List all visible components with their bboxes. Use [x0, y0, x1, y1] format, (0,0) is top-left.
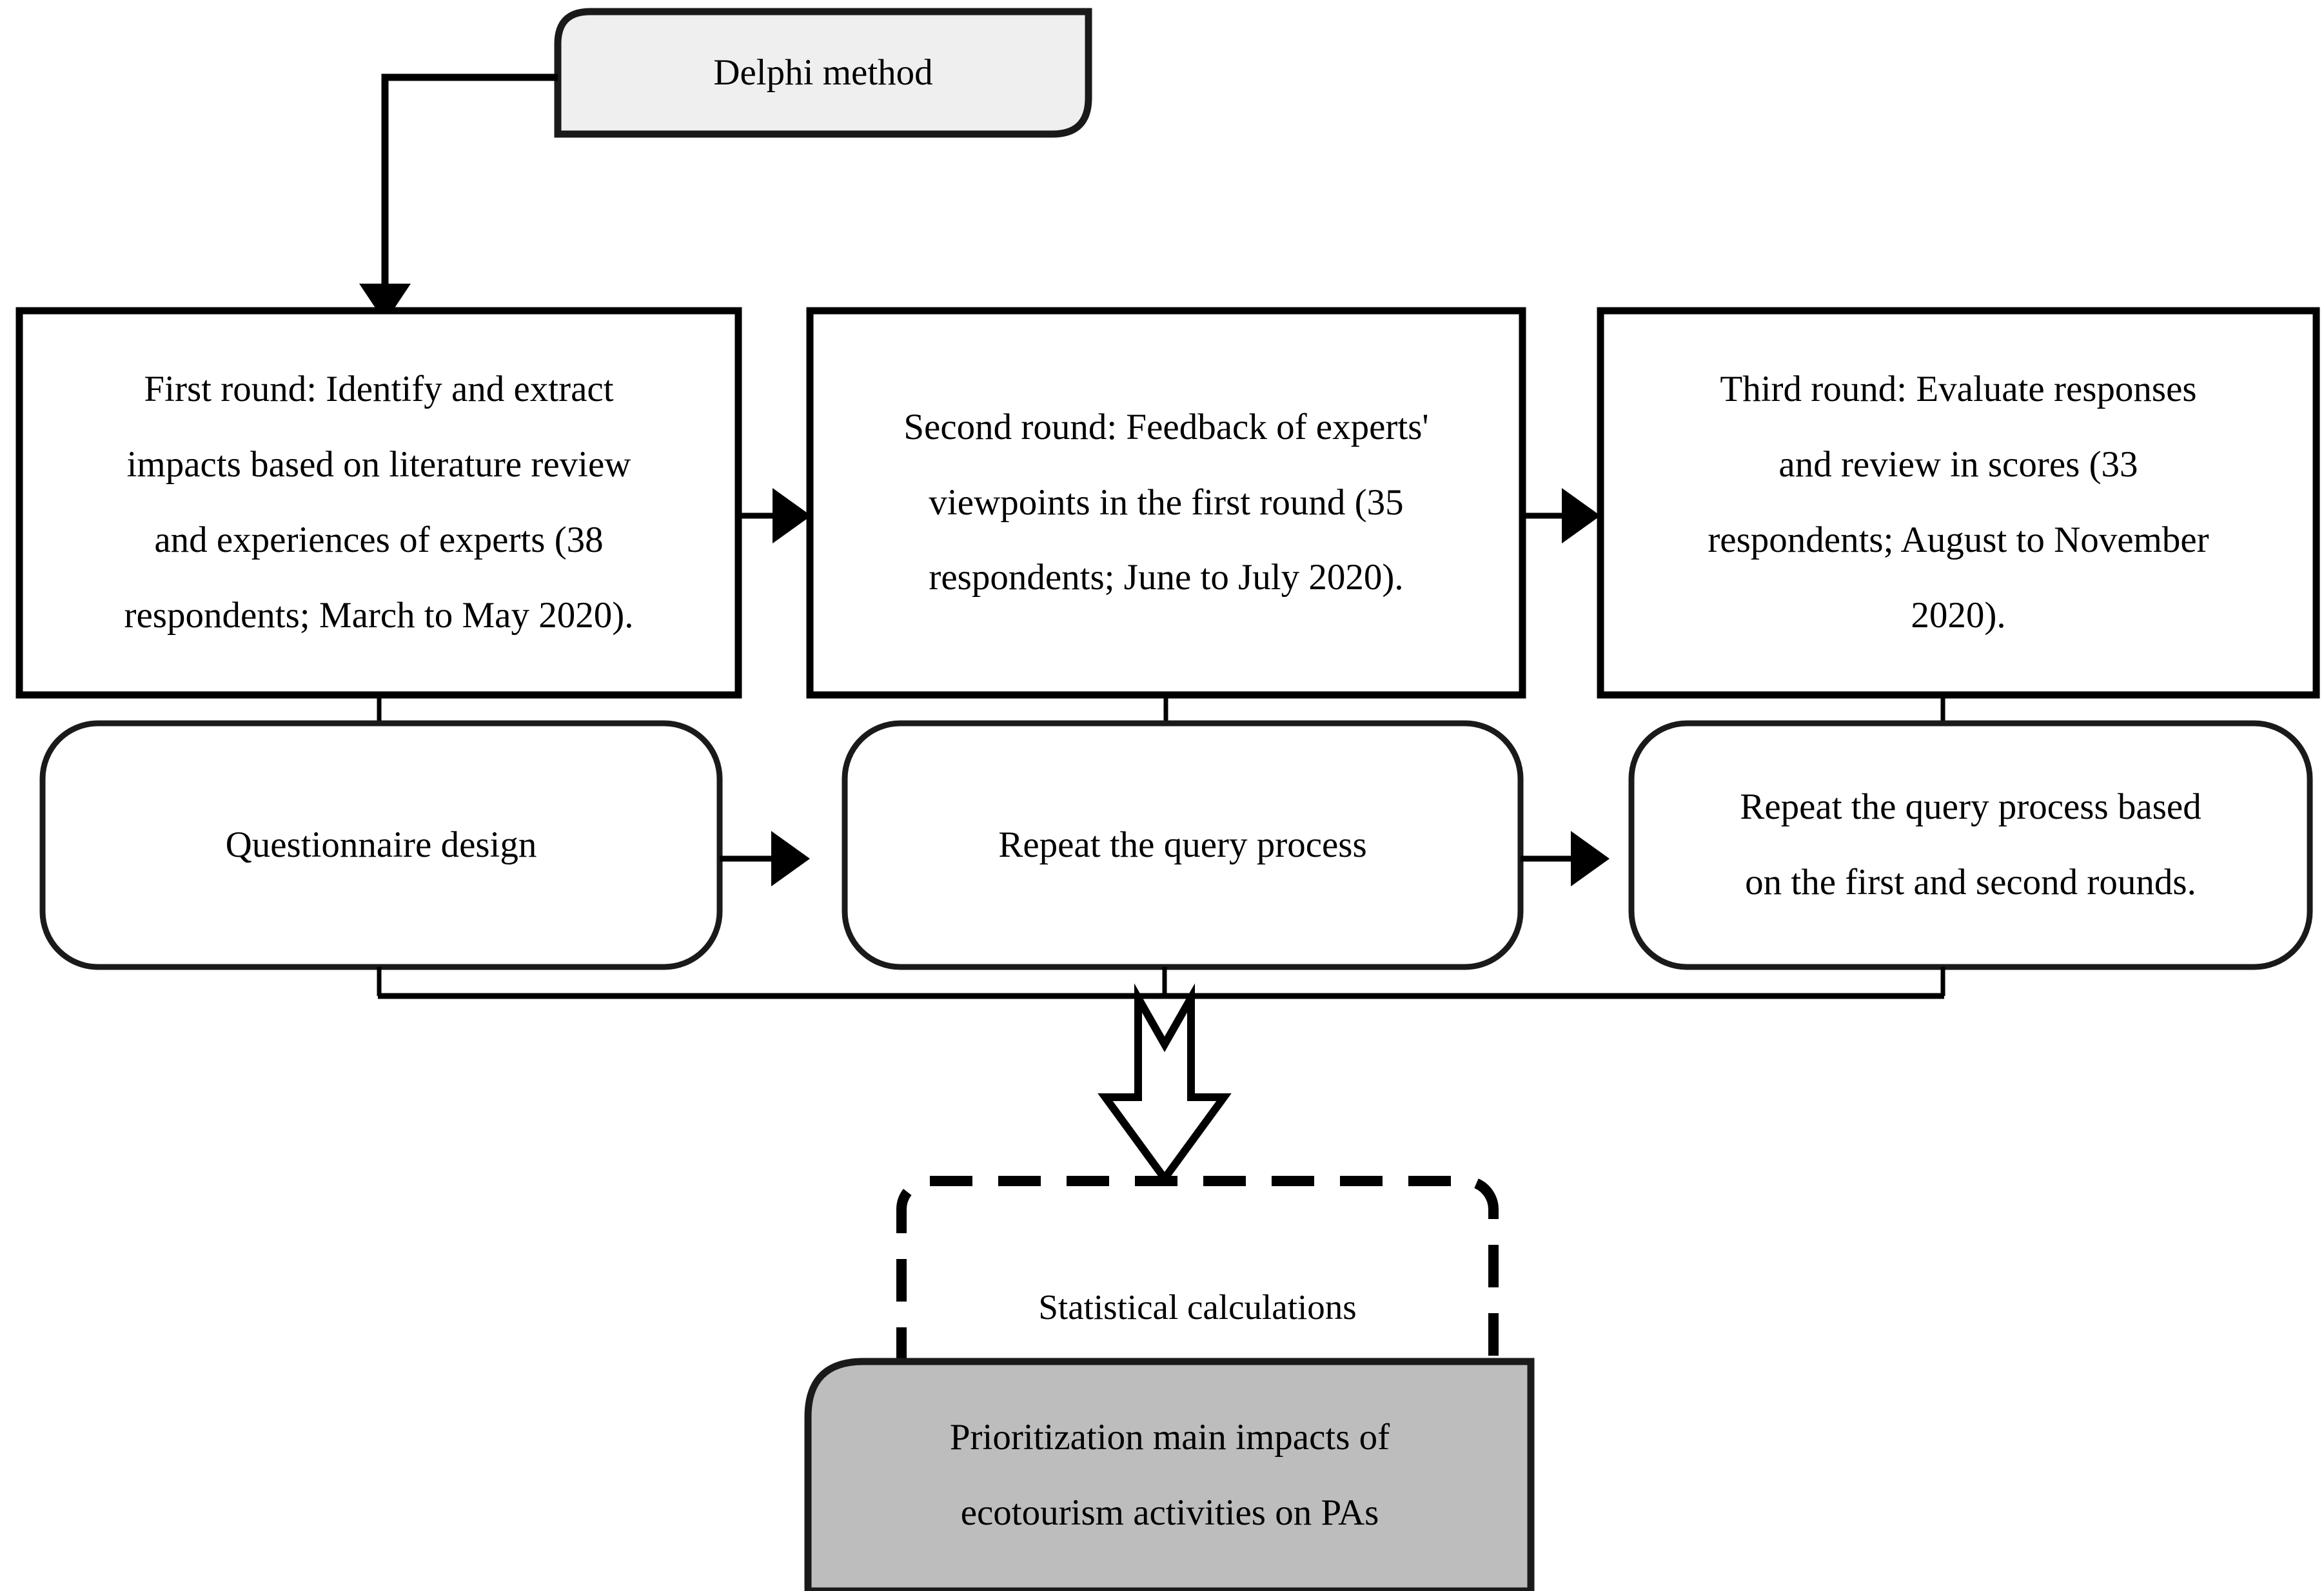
third-round-box[interactable] — [1597, 307, 2320, 699]
connector-delphi-to-round1 — [381, 73, 558, 284]
repeat-based-on-rounds-box[interactable] — [1628, 720, 2313, 970]
arrowhead-questionnaire-to-repeat-query — [771, 831, 810, 886]
second-round-box[interactable] — [806, 307, 1526, 699]
arrowhead-repeat-query-to-repeat-based — [1571, 831, 1610, 886]
arrowhead-delphi-to-round1 — [359, 284, 411, 322]
arrowhead-round1-to-round2 — [773, 488, 811, 543]
repeat-query-process-box[interactable] — [842, 720, 1524, 970]
questionnaire-design-box[interactable] — [39, 720, 723, 970]
first-round-box[interactable] — [15, 307, 742, 699]
prioritization-result-box[interactable] — [804, 1358, 1535, 1591]
hollow-block-arrow-to-statistics — [1098, 983, 1232, 1186]
arrowhead-round2-to-round3 — [1562, 488, 1600, 543]
delphi-method-box[interactable] — [554, 8, 1092, 138]
